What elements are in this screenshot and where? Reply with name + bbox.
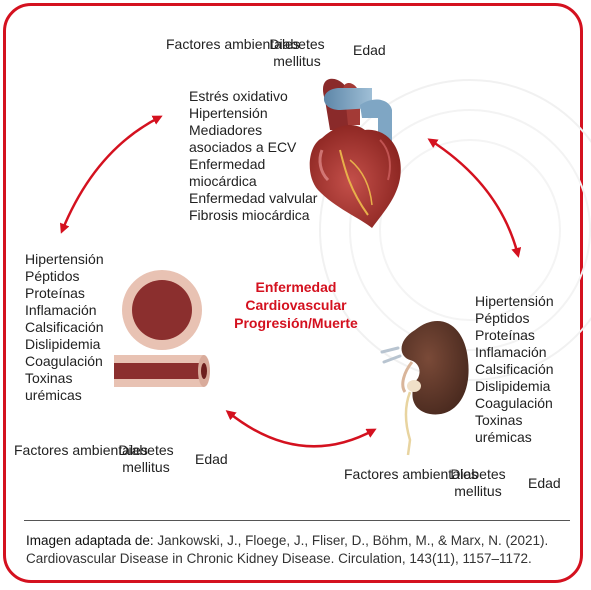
vessel-list-item: Dislipidemia — [25, 336, 101, 352]
blood-vessel-tube — [114, 355, 210, 387]
credit-prefix: Imagen adaptada de: — [26, 533, 154, 548]
vessel-list-item: Coagulación — [25, 353, 103, 369]
kidney-list-item: Dislipidemia — [475, 378, 551, 394]
kidney-factor-list: Hipertensión Péptidos Proteínas Inflamac… — [475, 293, 554, 446]
credit-line2: Cardiovascular Disease in Chronic Kidney… — [26, 551, 532, 566]
center-title: Enfermedad Cardiovascular Progresión/Mue… — [216, 278, 376, 332]
vessel-list-item: Toxinas — [25, 370, 73, 386]
kidney-list-item: Péptidos — [475, 310, 530, 326]
left-factor-environmental: Factores ambientales — [14, 442, 148, 458]
image-credit: Imagen adaptada de: Jankowski, J., Floeg… — [26, 532, 571, 568]
right-factor-age: Edad — [528, 475, 561, 491]
heart-list-item: Fibrosis miocárdica — [189, 207, 310, 223]
vessel-list-item: Hipertensión — [25, 251, 104, 267]
arrow-vessel-kidney — [225, 410, 377, 448]
heart-list-item: Mediadores — [189, 122, 263, 138]
left-factor-age: Edad — [195, 451, 228, 467]
credit-line1: Jankowski, J., Floege, J., Fliser, D., B… — [153, 533, 549, 548]
kidney-list-item: Calsificación — [475, 361, 554, 377]
heart-list-item: Hipertensión — [189, 105, 268, 121]
heart-illustration — [309, 78, 401, 228]
heart-list-item: asociados a ECV — [189, 139, 297, 155]
arrow-heart-vessel — [60, 115, 163, 234]
kidney-list-item: Toxinas — [475, 412, 523, 428]
top-factor-age: Edad — [353, 42, 386, 58]
kidney-list-item: Inflamación — [475, 344, 547, 360]
heart-list-item: Enfermedad — [189, 156, 266, 172]
arrow-heart-kidney — [427, 138, 522, 258]
heart-list-item: miocárdica — [189, 173, 257, 189]
heart-list-item: Estrés oxidativo — [189, 88, 288, 104]
vessel-list-item: Péptidos — [25, 268, 80, 284]
kidney-illustration — [380, 321, 469, 456]
heart-list-item: Enfermedad valvular — [189, 190, 318, 206]
divider — [24, 520, 570, 521]
right-factor-diabetes: Diabetes mellitus — [450, 466, 506, 499]
kidney-list-item: Coagulación — [475, 395, 553, 411]
vessel-list-item: Calsificación — [25, 319, 104, 335]
top-factor-diabetes: Diabetes mellitus — [269, 36, 325, 69]
kidney-list-item: Hipertensión — [475, 293, 554, 309]
right-factor-environmental: Factores ambientales — [344, 466, 478, 482]
kidney-list-item: Proteínas — [475, 327, 535, 343]
kidney-list-item: urémicas — [475, 429, 532, 445]
top-factor-environmental: Factores ambientales — [166, 36, 300, 52]
vessel-list-item: Inflamación — [25, 302, 97, 318]
left-factor-diabetes: Diabetes mellitus — [118, 442, 174, 475]
blood-vessel-cross-section — [122, 270, 202, 350]
center-title-line: Enfermedad — [255, 279, 337, 295]
center-title-line: Cardiovascular — [245, 297, 347, 313]
vessel-list-item: urémicas — [25, 387, 82, 403]
heart-factor-list: Estrés oxidativo Hipertensión Mediadores… — [189, 88, 317, 224]
vessel-list-item: Proteínas — [25, 285, 85, 301]
red-rounded-frame — [3, 3, 583, 583]
vessel-factor-list: Hipertensión Péptidos Proteínas Inflamac… — [25, 251, 104, 404]
center-title-line: Progresión/Muerte — [234, 315, 358, 331]
